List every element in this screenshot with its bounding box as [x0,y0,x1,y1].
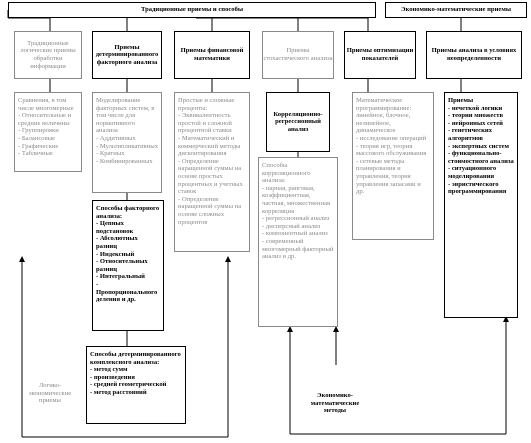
financial-intro: Простые и сложные проценты: [178,97,235,112]
list-item: - экспертных систем [448,142,510,150]
stochastic-body: Способы корреляционного анализа: - парна… [258,157,338,327]
list-item: - исследование операций [356,134,427,142]
list-item: - функционально-стоимостного анализа [448,150,514,165]
traditional-logical-body: Сравнения, в том числе многомерные - Отн… [14,92,82,172]
stochastic-subtitle-box: Корреляционно-регрессионный анализ [266,92,330,152]
factor-analysis-ways-box: Способы факторного анализа: - Цепных под… [92,200,164,331]
economic-math-methods-label-text: Экономико-математические методы [310,392,360,415]
list-item: - средней геометрической [90,381,167,389]
traditional-logical-list: - Относительные и средние величины - Гру… [18,112,78,158]
uncertainty-title-text: Приемы анализа в условиях неопределеннос… [431,47,517,62]
list-item: - Комбинированных [96,157,153,165]
list-item: - Кратных [96,150,125,158]
stochastic-intro: Способы корреляционного анализа: [262,162,311,185]
financial-title-text: Приемы финансовой математики [180,47,244,62]
main-methods-header: Традиционные приемы и способы [8,2,376,18]
deterministic-card-title: Приемы детерминированного факторного ана… [92,31,162,79]
deterministic-title-text: Приемы детерминированного факторного ана… [95,43,159,66]
deterministic-complex-ways-list: - метод сумм - произведения - средней ге… [90,366,182,396]
list-item: - метод расстояний [90,388,147,396]
list-item: - Мультипликативных [96,142,159,150]
stochastic-list: - парная, ранговая, коэффициентная, част… [262,185,334,261]
optimization-title-text: Приемы оптимизации показателей [346,47,414,62]
uncertainty-list: - нечеткой логики - теории множеств - не… [448,105,514,196]
stochastic-subtitle-text: Корреляционно-регрессионный анализ [273,110,323,133]
list-item: - Индексный [96,250,135,258]
list-item: - парная, ранговая, коэффициентная, част… [262,184,331,215]
deterministic-intro: Моделирование факторных систем, в том чи… [96,97,155,135]
list-item: - Абсолютных разниц [96,235,138,250]
list-item: - ситуационного моделирования [448,165,497,180]
financial-list: - Эквивалентность простой и сложной проц… [178,112,246,226]
uncertainty-body: Приемы - нечеткой логики - теории множес… [444,92,518,318]
list-item: - Балансовые [18,134,56,142]
optimization-body: Математическое программирование: линейно… [352,92,434,240]
list-item: - произведения [90,373,135,381]
list-item: - Графические [18,142,59,150]
list-item: - Относительных разниц [96,258,148,273]
list-item: - современный многомерный факторный анал… [262,237,334,261]
main-methods-header-text: Традиционные приемы и способы [140,6,244,14]
list-item: - Табличные [18,150,53,158]
logical-economic-label: Логико-экономические приемы [26,382,74,405]
uncertainty-intro: Приемы [448,97,474,104]
deterministic-complex-ways-title: Способы детерминированного комплексного … [90,351,181,366]
list-item: - Аддитивных [96,134,136,142]
list-item: - эвристического программирования [448,180,507,196]
stochastic-card-title: Приемы стохастического анализа [262,31,334,79]
list-item: - Относительные и средние величины [18,112,72,127]
list-item: - генетических алгоритмов [448,127,493,142]
optimization-card-title: Приемы оптимизации показателей [344,31,416,79]
uncertainty-card-title: Приемы анализа в условиях неопределеннос… [426,31,522,79]
factor-analysis-ways-title: Способы факторного анализа: [96,205,160,220]
stochastic-title-text: Приемы стохастического анализа [263,47,333,62]
traditional-logical-intro: Сравнения, в том числе многомерные [18,97,74,112]
logical-economic-label-text: Логико-экономические приемы [28,382,72,405]
list-item: - теория игр, теория массового обслужива… [356,142,427,158]
financial-body: Простые и сложные проценты: - Эквивалент… [174,92,250,252]
list-item: - дисперсный анализ [262,222,321,230]
list-item: - Цепных подстановок [96,220,134,235]
econ-math-header: Экономико-математические приемы [385,2,527,18]
list-item: - компонентный анализ [262,230,328,238]
list-item: - Определение наращенной суммы на основе… [178,195,242,226]
factor-analysis-ways-list: - Цепных подстановок - Абсолютных разниц… [96,220,160,304]
optimization-list: - исследование операций - теория игр, те… [356,135,430,196]
list-item: - Определение наращенной суммы на основе… [178,157,243,196]
list-item: - Интегральный [96,273,145,281]
list-item: - нейронных сетей [448,119,503,127]
list-item: - Эквивалентность простой и сложной проц… [178,112,232,135]
deterministic-list: - Аддитивных - Мультипликативных - Кратн… [96,135,158,165]
list-item: - сетевые методы планирования и управлен… [356,157,421,196]
financial-card-title: Приемы финансовой математики [174,31,250,79]
list-item: - Пропорционального деления и др. [96,280,158,304]
list-item: - регрессионный анализ [262,215,330,223]
list-item: - Группировки [18,127,59,135]
list-item: - Математический и коммерческий методы д… [178,134,241,158]
list-item: - нечеткой логики [448,104,503,112]
deterministic-body: Моделирование факторных систем, в том чи… [92,92,162,193]
list-item: - теории множеств [448,112,504,120]
optimization-intro: Математическое программирование: линейно… [356,97,412,135]
deterministic-complex-ways-box: Способы детерминированного комплексного … [86,346,186,424]
list-item: - метод сумм [90,366,128,374]
traditional-logical-card-title: Традиционные логические приемы обработки… [14,31,82,79]
economic-math-methods-label: Экономико-математические методы [300,392,370,415]
traditional-logical-title-text: Традиционные логические приемы обработки… [20,39,76,70]
econ-math-header-text: Экономико-математические приемы [401,6,511,14]
